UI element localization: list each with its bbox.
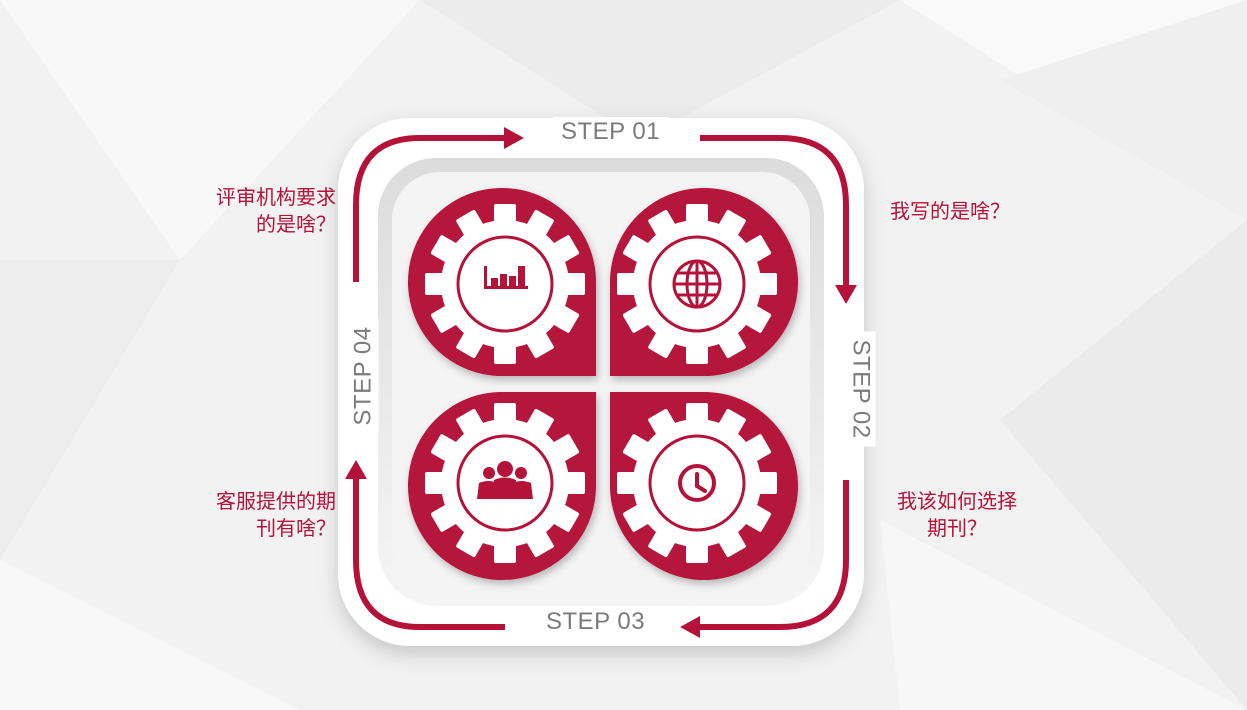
arrowhead-left (345, 460, 367, 479)
question-bottom-right-line2: 期刊？ (927, 516, 987, 540)
arrowhead-bottom (680, 616, 700, 638)
arrow-top (353, 135, 508, 282)
arrow-bottom (700, 480, 849, 630)
question-top-right: 我写的是啥？ (890, 198, 1010, 225)
step-01-label: STEP 01 (553, 117, 669, 147)
question-bottom-right-line1: 我该如何选择 (897, 489, 1017, 513)
step-02-label: STEP 02 (845, 331, 876, 447)
question-top-right-line1: 我写的是啥？ (890, 199, 1010, 223)
question-top-left-line2: 的是啥？ (256, 212, 336, 236)
arrow-right (700, 135, 849, 287)
clock-icon (678, 464, 716, 502)
question-bottom-right: 我该如何选择 期刊？ (884, 488, 1030, 542)
arrowhead-top (504, 127, 524, 149)
globe-icon (672, 259, 722, 309)
step-03-label: STEP 03 (538, 607, 654, 637)
question-top-left: 评审机构要求 的是啥？ (190, 184, 336, 238)
question-bottom-left: 客服提供的期 刊有啥？ (190, 488, 336, 542)
question-bottom-left-line2: 刊有啥？ (256, 516, 336, 540)
arrow-left (353, 477, 505, 630)
question-top-left-line1: 评审机构要求 (216, 185, 336, 209)
question-bottom-left-line1: 客服提供的期 (216, 489, 336, 513)
team-icon (477, 461, 533, 499)
arrowhead-right (835, 285, 857, 304)
step-04-label: STEP 04 (348, 318, 379, 434)
bar-chart-icon (484, 266, 528, 289)
